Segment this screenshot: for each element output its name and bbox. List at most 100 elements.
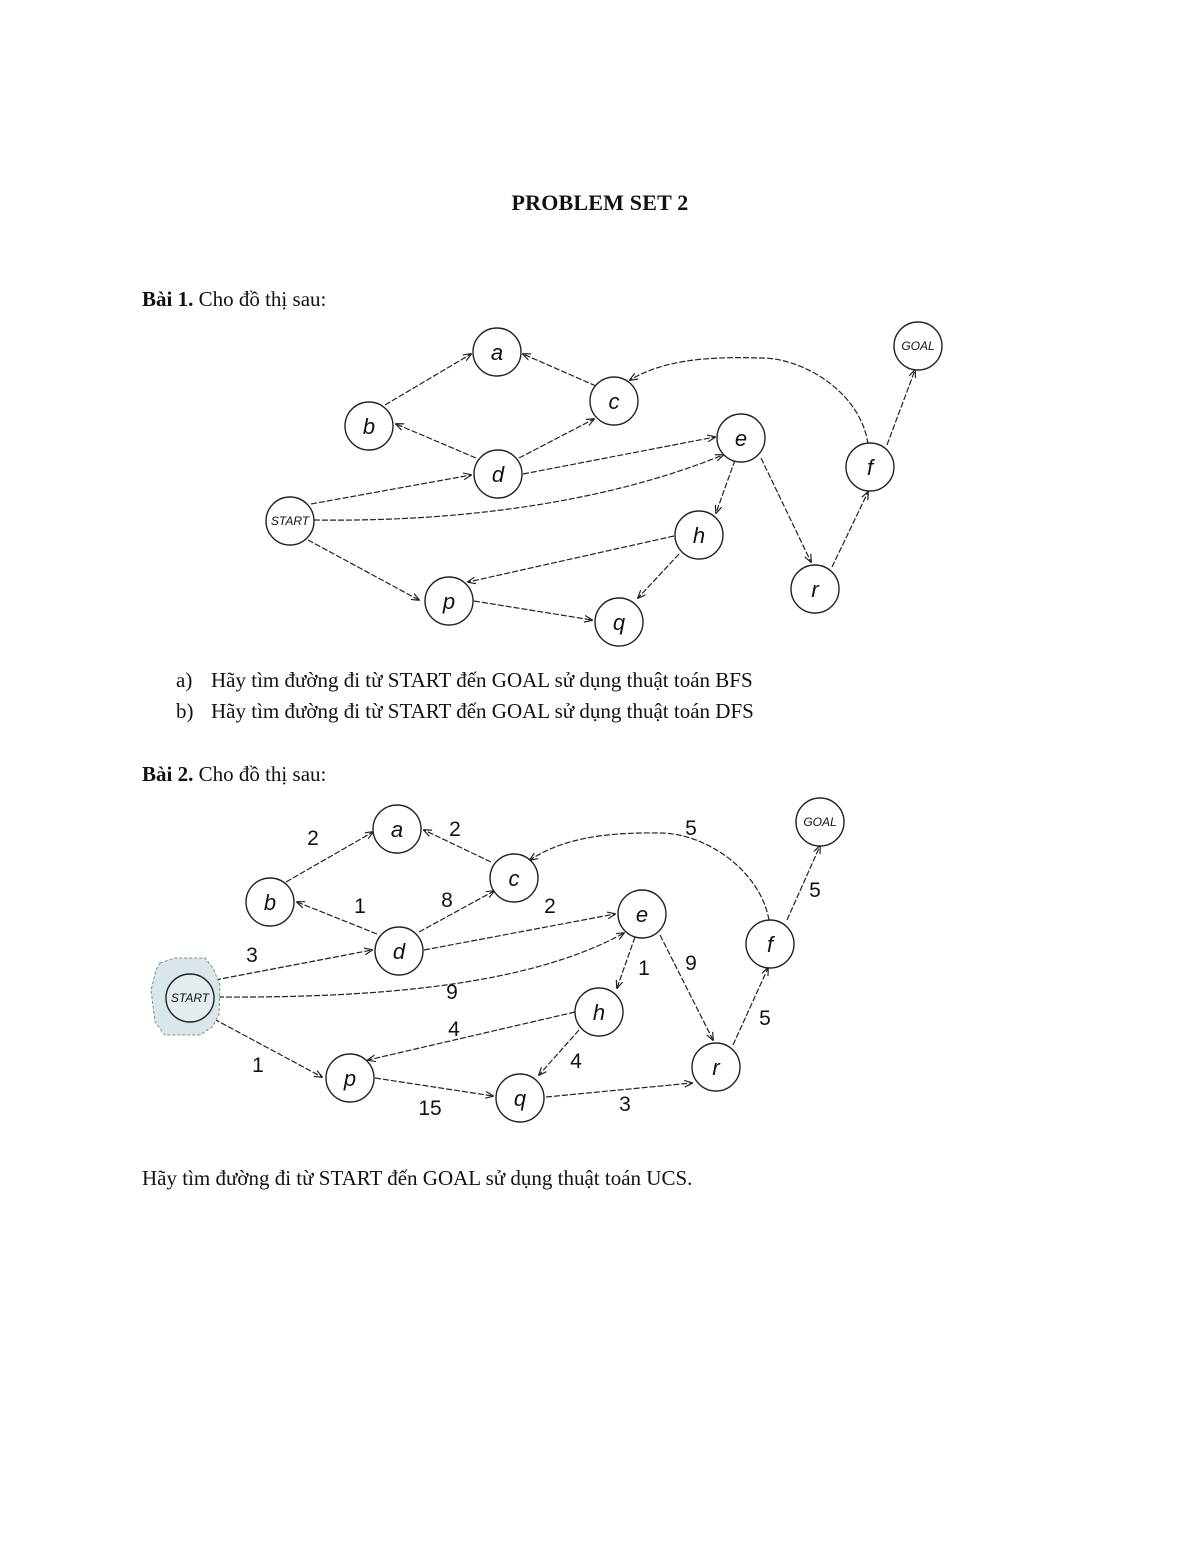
problem1-intro-text: Cho đồ thị sau: <box>198 287 327 311</box>
node-goal-label: GOAL <box>901 339 934 353</box>
node2-d-label: d <box>393 939 406 964</box>
weight-e-h: 1 <box>638 957 650 980</box>
problem2-question: Hãy tìm đường đi từ START đến GOAL sử dụ… <box>142 1166 693 1190</box>
edge2-h-q <box>539 1029 580 1075</box>
node-start <box>265 496 315 546</box>
node2-e <box>617 889 667 939</box>
edge-c-a <box>523 354 597 387</box>
node2-p <box>325 1053 375 1103</box>
edge-b-a <box>384 354 471 406</box>
node2-a-label: a <box>391 817 403 842</box>
node2-goal <box>795 797 845 847</box>
node-r <box>790 564 840 614</box>
problem2-intro-text: Cho đồ thị sau: <box>198 762 327 786</box>
node-a-label: a <box>491 340 503 365</box>
problem2-intro: Bài 2. Cho đồ thị sau: <box>142 762 326 787</box>
edge-f-goal <box>886 370 915 446</box>
weight-h-p: 4 <box>448 1018 460 1041</box>
edge2-r-f <box>732 968 768 1046</box>
weight-q-r: 3 <box>619 1093 631 1116</box>
node2-e-label: e <box>636 902 648 927</box>
node-b <box>344 401 394 451</box>
node-r-label: r <box>811 577 820 602</box>
edge-h-q <box>638 553 680 598</box>
edge-start-d <box>310 475 471 505</box>
weight-c-a: 2 <box>449 818 461 841</box>
node-e-label: e <box>735 426 747 451</box>
question-b: b) Hãy tìm đường đi từ START đến GOAL sử … <box>176 699 754 724</box>
node2-q <box>495 1073 545 1123</box>
question-b-text: Hãy tìm đường đi từ START đến GOAL sử dụ… <box>211 699 754 723</box>
graph1-nodes <box>265 321 943 647</box>
weight-b-a: 2 <box>307 827 319 850</box>
node2-h <box>574 987 624 1037</box>
weight-d-b: 1 <box>354 895 366 918</box>
graph1-labels: a b c d e f h p q r START GOAL <box>271 339 935 635</box>
edge-start-p <box>307 539 419 600</box>
edge2-c-a <box>424 830 492 863</box>
question-a-marker: a) <box>176 668 193 692</box>
node-c-label: c <box>609 389 620 414</box>
edge-e-h <box>716 459 736 513</box>
node-p-label: p <box>442 589 455 614</box>
node-h-label: h <box>693 523 705 548</box>
edge2-p-q <box>374 1077 493 1096</box>
graph2-nodes <box>165 797 845 1123</box>
weight-start-e: 9 <box>446 981 458 1004</box>
weight-f-c: 5 <box>685 817 697 840</box>
weight-start-p: 1 <box>252 1054 264 1077</box>
node2-r-label: r <box>712 1055 721 1080</box>
node-e <box>716 413 766 463</box>
problem1-heading: Bài 1. <box>142 287 194 311</box>
node-p <box>424 576 474 626</box>
node-a <box>472 327 522 377</box>
node-q <box>594 597 644 647</box>
node2-goal-label: GOAL <box>803 815 836 829</box>
weight-f-goal: 5 <box>809 879 821 902</box>
edge-start-e <box>313 455 723 521</box>
node2-q-label: q <box>514 1086 527 1111</box>
edge-r-f <box>831 492 868 568</box>
node2-p-label: p <box>343 1066 356 1091</box>
problem1-intro: Bài 1. Cho đồ thị sau: <box>142 287 326 312</box>
edge2-start-p <box>213 1018 322 1077</box>
graph2-weights: 2 2 1 8 2 3 9 1 1 9 4 4 15 3 5 5 5 <box>246 817 821 1120</box>
node-start-label: START <box>271 514 311 528</box>
node-d <box>473 449 523 499</box>
edge2-d-c <box>418 891 494 933</box>
node2-start <box>165 973 215 1023</box>
node2-c-label: c <box>509 866 520 891</box>
node-b-label: b <box>363 414 375 439</box>
weight-p-q: 15 <box>418 1097 441 1120</box>
weight-e-r: 9 <box>685 952 697 975</box>
graph2-edges <box>213 830 820 1098</box>
edge-d-b <box>396 424 477 459</box>
problem2-heading: Bài 2. <box>142 762 194 786</box>
edge2-q-r <box>545 1083 692 1098</box>
graph2-labels: a b c d e f h p q r START GOAL <box>171 815 837 1111</box>
edge2-e-h <box>617 936 636 988</box>
node-c <box>589 376 639 426</box>
node2-c <box>489 853 539 903</box>
edge2-start-d <box>214 950 372 981</box>
page-title: PROBLEM SET 2 <box>511 190 689 215</box>
edge2-e-r <box>659 934 713 1040</box>
question-a-text: Hãy tìm đường đi từ START đến GOAL sử dụ… <box>211 668 753 692</box>
node2-b-label: b <box>264 890 276 915</box>
node2-b <box>245 877 295 927</box>
node2-d <box>374 926 424 976</box>
node2-start-label: START <box>171 991 211 1005</box>
node-q-label: q <box>613 610 626 635</box>
node2-a <box>372 804 422 854</box>
question-b-marker: b) <box>176 699 194 723</box>
edge-e-r <box>760 457 811 562</box>
node2-f <box>745 919 795 969</box>
edge2-f-goal <box>786 846 820 921</box>
edge-p-q <box>473 600 592 620</box>
weight-h-q: 4 <box>570 1050 582 1073</box>
node-goal <box>893 321 943 371</box>
node-f <box>845 442 895 492</box>
edge2-b-a <box>285 832 373 883</box>
edge-f-c <box>630 357 869 445</box>
